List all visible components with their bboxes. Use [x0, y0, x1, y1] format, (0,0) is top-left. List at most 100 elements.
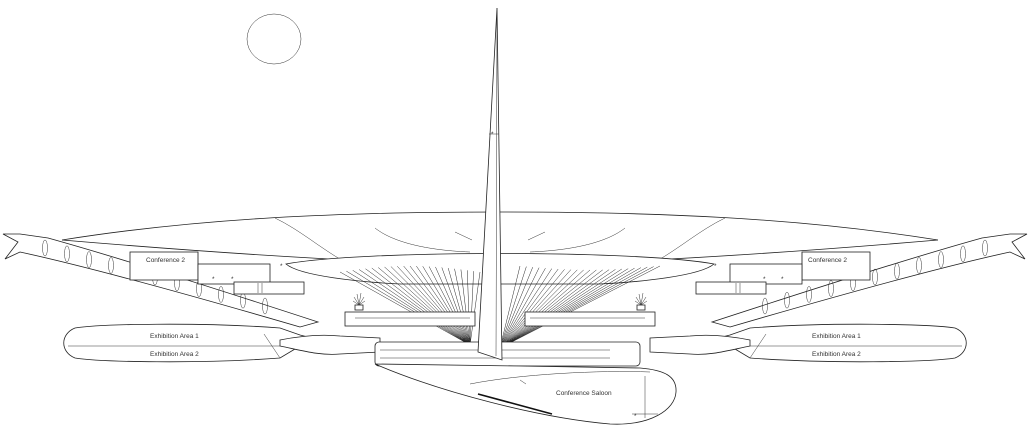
stair-marker: * [714, 263, 717, 270]
connector-right [649, 334, 751, 355]
roof-curve-left [274, 217, 346, 263]
cable-line [378, 267, 471, 346]
exhibition-area-2-right-label: Exhibition Area 2 [812, 351, 861, 358]
arm-rib [894, 262, 900, 280]
cable-line [409, 265, 471, 346]
cable-line [460, 269, 471, 346]
cable-line [346, 270, 471, 346]
central-podium [374, 341, 641, 367]
arm-rib [806, 286, 812, 303]
saloon-upper-curve [469, 371, 651, 385]
exhibition-pod-left-end [263, 333, 281, 359]
cable-line [499, 269, 597, 349]
arm-rib [86, 251, 92, 268]
cable-line [499, 265, 661, 349]
mast-inner-line [495, 7, 498, 357]
stair-marker: * [212, 276, 215, 283]
cable-line [499, 268, 553, 349]
conference-2-left-annex [197, 263, 271, 285]
cable-line [499, 269, 616, 349]
cable-line [499, 267, 540, 349]
arm-rib [784, 291, 790, 309]
cable-line [454, 268, 471, 346]
cable-line [499, 267, 642, 349]
cable-line [358, 269, 471, 346]
exhibition-area-2-left-label: Exhibition Area 2 [150, 351, 199, 358]
cable-line [435, 266, 471, 346]
cable-line [499, 265, 521, 349]
cable-line [499, 267, 533, 349]
arm-rib [108, 257, 114, 274]
cable-line [365, 268, 471, 346]
cable-line [416, 265, 471, 346]
cable-line [371, 267, 471, 346]
cable-line [422, 266, 471, 346]
cable-line [428, 266, 471, 346]
arm-rib [828, 280, 834, 297]
cable-line [499, 267, 635, 349]
exhibition-pod-left [63, 323, 322, 363]
connector-left [279, 334, 381, 355]
cable-line [499, 266, 654, 349]
right-stair-block [695, 281, 767, 295]
conference-saloon-hull [374, 363, 677, 425]
cable-line [499, 269, 591, 349]
cable-line [403, 265, 471, 346]
stair-marker: * [634, 413, 637, 420]
stair-marker: * [231, 276, 234, 283]
cable-fan [339, 265, 661, 349]
plinth-left [344, 311, 476, 327]
plant-left [352, 292, 366, 311]
left-arm-tube [2, 233, 320, 328]
cable-line [499, 268, 559, 349]
cable-line [441, 267, 471, 346]
conference-2-right-box [801, 251, 871, 281]
exhibition-pod-right-end [749, 333, 767, 359]
stair-marker: * [491, 131, 494, 138]
arm-rib [960, 245, 966, 263]
exhibition-area-1-right-label: Exhibition Area 1 [812, 333, 861, 340]
stair-marker: * [280, 263, 283, 270]
cable-line [499, 269, 610, 349]
arm-rib [872, 268, 878, 286]
cable-line [499, 266, 527, 349]
arm-rib [64, 245, 70, 263]
cable-line [499, 269, 603, 349]
central-mast [477, 7, 503, 361]
cable-line [339, 271, 471, 346]
roof-curve-mid-left [374, 227, 471, 253]
cable-line [499, 269, 572, 349]
cable-line [499, 269, 578, 349]
conference-2-right-annex [729, 263, 803, 285]
cable-line [352, 270, 471, 346]
cable-line [469, 271, 474, 346]
arm-rib [218, 286, 224, 303]
cable-line [390, 266, 471, 346]
arm-rib [982, 239, 988, 257]
plant-right [634, 292, 648, 311]
conference-saloon-label: Conference Saloon [556, 390, 612, 397]
arm-rib [916, 257, 922, 274]
exhibition-pod-right [708, 323, 967, 363]
cable-line [447, 268, 471, 346]
arm-rib [262, 297, 268, 315]
arm-rib [762, 297, 768, 315]
cable-line [499, 269, 565, 349]
cable-line [499, 268, 622, 349]
arm-rib [42, 239, 48, 257]
stair-marker: * [763, 276, 766, 283]
saloon-stairs [477, 393, 553, 415]
sun-circle [246, 13, 302, 65]
cable-line [467, 270, 471, 346]
left-stair-block [233, 281, 305, 295]
cable-line [469, 271, 481, 346]
roof-curve-right [654, 217, 726, 263]
cable-line [397, 266, 471, 346]
cable-line [499, 268, 629, 349]
cable-line [499, 269, 584, 349]
plinth-right [524, 311, 656, 327]
cable-line [499, 266, 648, 349]
conference-2-right-label: Conference 2 [808, 257, 847, 264]
